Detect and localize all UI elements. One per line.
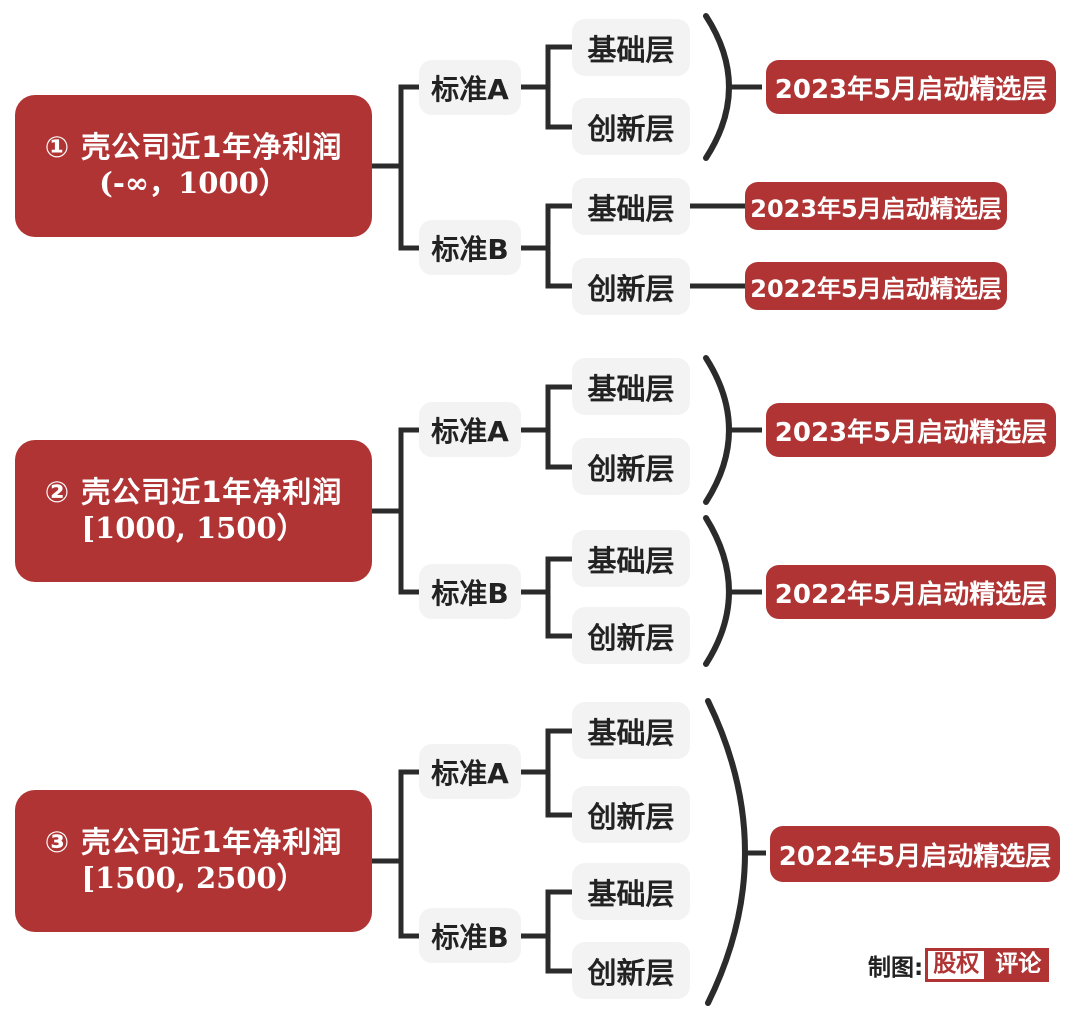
group2-standard-b-node: 标准B xyxy=(419,564,521,619)
group3-standard-a-bracket xyxy=(521,728,572,818)
group2-a-innovation-layer-node: 创新层 xyxy=(572,438,690,495)
credit-label: 制图: xyxy=(868,955,924,981)
group3-condition-range: [1500, 2500） xyxy=(81,861,306,896)
group2-condition-box: ② 壳公司近1年净利润 [1000, 1500） xyxy=(15,440,372,582)
group2-a-result-box: 2023年5月启动精选层 xyxy=(766,403,1056,457)
group2-a-grouping-paren xyxy=(703,355,732,505)
group2-standard-a-node: 标准A xyxy=(419,402,521,457)
group2-b-base-layer-node: 基础层 xyxy=(572,530,690,587)
group3-trunk-line xyxy=(372,769,419,939)
group3-a-base-layer-node: 基础层 xyxy=(572,702,690,759)
group1-standard-a-bracket xyxy=(521,44,572,130)
group1-condition-range: (-∞，1000） xyxy=(99,166,288,201)
group3-b-innovation-layer-node: 创新层 xyxy=(572,942,690,999)
group1-standard-b-bracket xyxy=(521,203,572,289)
group2-b-innovation-layer-node: 创新层 xyxy=(572,607,690,664)
brand-logo-right: 评论 xyxy=(987,948,1050,982)
group1-standard-a-node: 标准A xyxy=(419,60,521,115)
brand-logo-left: 股权 xyxy=(925,948,988,982)
group2-b-result-box: 2022年5月启动精选层 xyxy=(766,565,1056,619)
group1-b-innovation-result-box: 2022年5月启动精选层 xyxy=(745,262,1007,310)
group2-standard-a-bracket xyxy=(521,384,572,470)
group3-a-innovation-layer-node: 创新层 xyxy=(572,786,690,843)
group1-b-innovation-layer-node: 创新层 xyxy=(572,258,690,315)
group1-condition-title: ① 壳公司近1年净利润 xyxy=(44,130,343,165)
group3-condition-title: ③ 壳公司近1年净利润 xyxy=(44,825,343,860)
group1-trunk-line xyxy=(372,84,419,251)
group3-grouping-paren xyxy=(705,698,748,1006)
group3-result-box: 2022年5月启动精选层 xyxy=(770,826,1060,882)
group3-condition-box: ③ 壳公司近1年净利润 [1500, 2500） xyxy=(15,790,372,932)
group3-standard-b-node: 标准B xyxy=(419,908,521,963)
group1-b-base-layer-node: 基础层 xyxy=(572,178,690,235)
group3-b-base-layer-node: 基础层 xyxy=(572,863,690,920)
group1-b-base-result-box: 2023年5月启动精选层 xyxy=(745,182,1007,230)
group2-b-grouping-paren xyxy=(703,515,732,667)
group1-condition-box: ① 壳公司近1年净利润 (-∞，1000） xyxy=(15,95,372,237)
credit-line: 制图: 股权 评论 xyxy=(868,948,1050,982)
group3-standard-b-bracket xyxy=(521,889,572,974)
brand-logo: 股权 评论 xyxy=(925,948,1050,982)
group1-a-base-layer-node: 基础层 xyxy=(572,19,690,76)
group2-standard-b-bracket xyxy=(521,556,572,639)
group2-trunk-line xyxy=(372,427,419,595)
group2-condition-range: [1000, 1500） xyxy=(81,511,306,546)
group2-a-base-layer-node: 基础层 xyxy=(572,358,690,415)
group1-a-grouping-paren xyxy=(703,13,732,161)
group3-standard-a-node: 标准A xyxy=(419,744,521,799)
group1-a-result-box: 2023年5月启动精选层 xyxy=(766,60,1056,114)
group1-b-result-links xyxy=(690,203,745,289)
group1-standard-b-node: 标准B xyxy=(419,220,521,275)
group1-a-innovation-layer-node: 创新层 xyxy=(572,98,690,155)
group2-condition-title: ② 壳公司近1年净利润 xyxy=(44,475,343,510)
